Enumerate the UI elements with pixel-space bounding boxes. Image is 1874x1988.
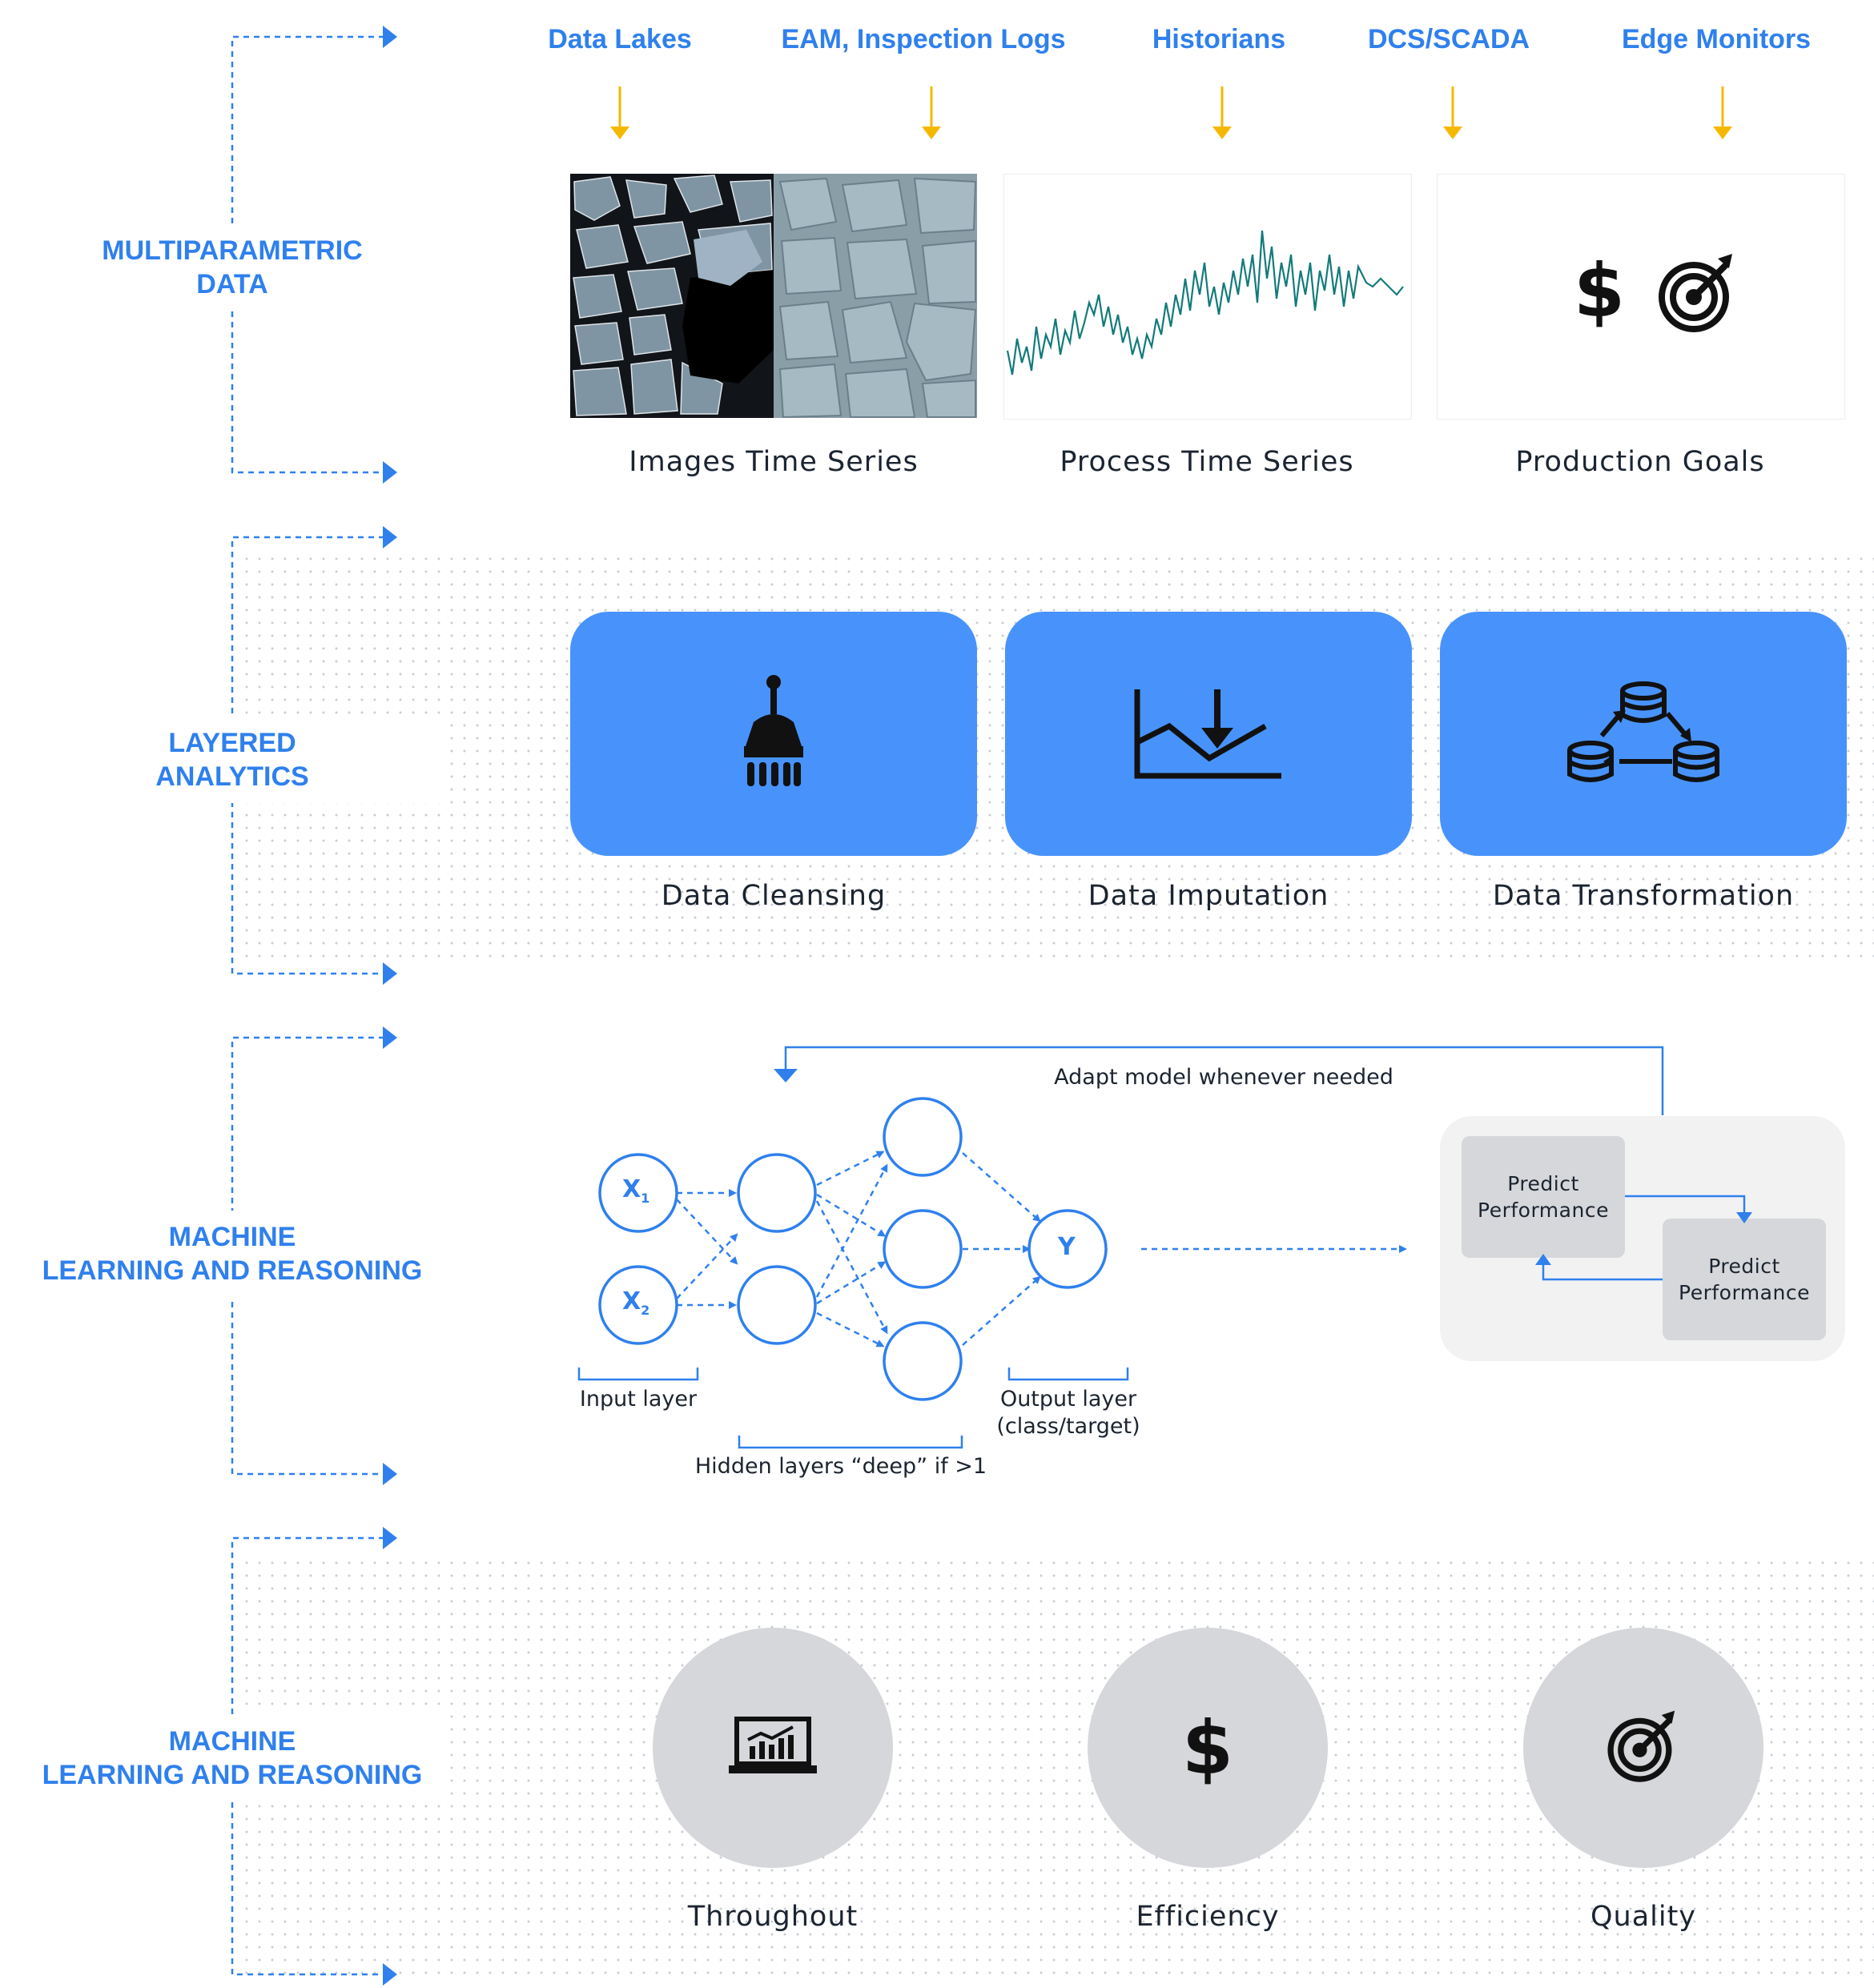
chart-down-arrow-icon	[1134, 689, 1281, 778]
predict-performance-box-1: Predict Performance	[1462, 1136, 1625, 1258]
hidden-layers-label: Hidden layers “deep” if >1	[694, 1454, 987, 1479]
section-label-ml-reasoning: MACHINE LEARNING AND REASONING	[16, 1211, 448, 1297]
caption-data-cleansing: Data Cleansing	[661, 880, 887, 912]
caption-process-time-series: Process Time Series	[1060, 446, 1354, 478]
caption-data-imputation: Data Imputation	[1088, 880, 1329, 912]
data-transformation-box	[1440, 612, 1847, 856]
source-historians: Historians	[1152, 24, 1286, 54]
section-label-layered-analytics: LAYERED ANALYTICS	[16, 717, 448, 803]
neuron-x2-label: X2	[622, 1287, 650, 1318]
caption-quality: Quality	[1590, 1901, 1697, 1933]
target-icon	[1659, 254, 1732, 332]
neuron-x1-label: X1	[622, 1175, 650, 1206]
input-layer-label: Input layer	[579, 1387, 698, 1412]
production-goals-card: $	[1437, 174, 1845, 420]
feedback-label: Adapt model whenever needed	[1054, 1065, 1393, 1090]
source-dcs-scada: DCS/SCADA	[1367, 24, 1530, 54]
source-edge-monitors: Edge Monitors	[1621, 24, 1812, 54]
section-label-multiparametric: MULTIPARAMETRIC DATA	[16, 224, 448, 311]
dollar-icon: $	[1574, 248, 1626, 334]
section-label-ml-reasoning-2: MACHINE LEARNING AND REASONING	[16, 1715, 448, 1801]
source-data-lakes: Data Lakes	[548, 24, 692, 54]
images-time-series-card	[570, 174, 977, 418]
data-cleansing-box	[570, 612, 977, 856]
output-layer-label: Output layer (class/target)	[996, 1387, 1140, 1439]
predict-panel: Predict Performance Predict Performance	[1440, 1116, 1845, 1361]
target-icon	[1607, 1710, 1675, 1782]
throughput-circle	[653, 1628, 893, 1868]
data-imputation-box	[1005, 612, 1412, 856]
process-time-series-card	[1003, 174, 1412, 420]
predict-loop-arrows	[1535, 1195, 1752, 1281]
predict-performance-box-2: Predict Performance	[1663, 1219, 1826, 1340]
efficiency-circle: $	[1088, 1628, 1328, 1868]
laptop-chart-icon	[729, 1717, 817, 1773]
rock-image	[570, 174, 977, 418]
caption-throughout: Throughout	[687, 1901, 859, 1933]
neuron-y-label: Y	[1058, 1233, 1076, 1261]
caption-production-goals: Production Goals	[1515, 446, 1765, 478]
quality-circle	[1523, 1628, 1763, 1868]
caption-efficiency: Efficiency	[1136, 1901, 1280, 1933]
source-eam-inspection-logs: EAM, Inspection Logs	[781, 24, 1066, 54]
process-series-plot	[1006, 230, 1404, 376]
caption-data-transformation: Data Transformation	[1492, 880, 1795, 912]
caption-images-time-series: Images Time Series	[629, 446, 919, 478]
database-cycle-icon	[1567, 681, 1719, 782]
brush-icon	[744, 674, 803, 786]
dollar-icon: $	[1181, 1705, 1233, 1791]
